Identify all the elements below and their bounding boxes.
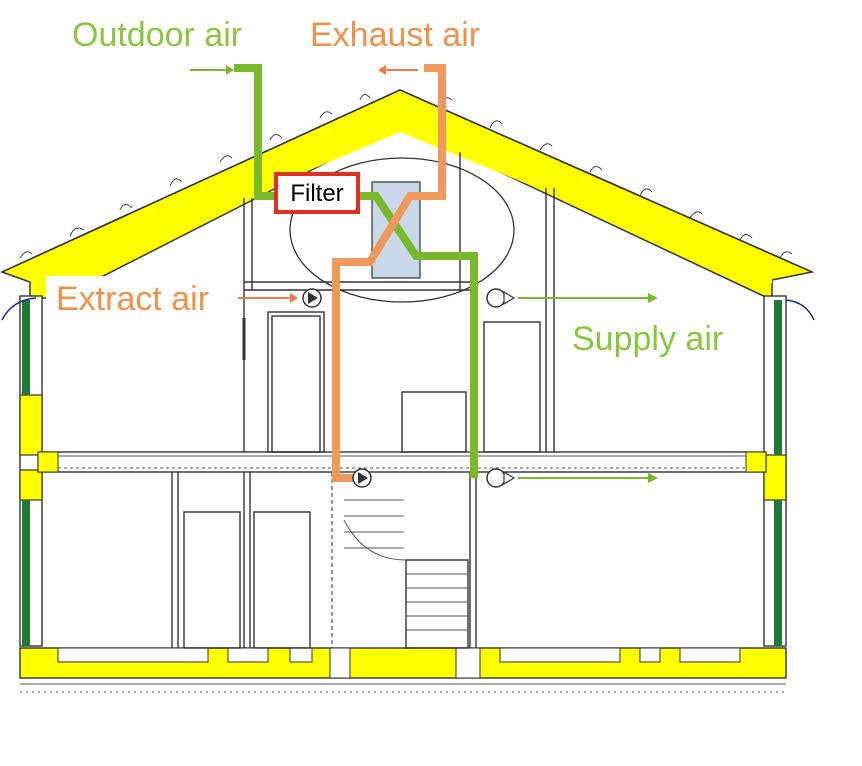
flow-arrows xyxy=(190,65,658,483)
fans xyxy=(302,288,516,488)
labels: Outdoor air Exhaust air Extract air Supp… xyxy=(46,16,723,358)
arrow-icon xyxy=(518,293,658,303)
building-walls xyxy=(1,295,815,647)
outdoor-air-duct xyxy=(234,64,276,200)
exhaust-air-duct xyxy=(332,64,446,482)
ducts xyxy=(234,64,478,482)
arrow-icon xyxy=(238,293,298,303)
fan-icon xyxy=(486,468,516,488)
ground-floor-walls xyxy=(171,472,477,649)
fan-icon xyxy=(302,288,322,308)
arrow-icon xyxy=(518,473,658,483)
supply-air-duct xyxy=(356,192,478,478)
arrow-icon xyxy=(378,65,418,75)
ground-slab xyxy=(19,647,787,693)
exhaust-air-label: Exhaust air xyxy=(310,16,480,54)
extract-air-label: Extract air xyxy=(56,280,209,318)
middle-floor xyxy=(37,451,767,473)
interior-walls xyxy=(242,152,555,453)
arrow-icon xyxy=(190,65,234,75)
filter-box: Filter xyxy=(274,172,360,214)
fan-icon xyxy=(486,288,516,308)
outdoor-air-label: Outdoor air xyxy=(72,16,242,54)
fan-icon xyxy=(352,468,372,488)
supply-air-label: Supply air xyxy=(572,320,723,358)
filter-label: Filter xyxy=(290,180,343,207)
